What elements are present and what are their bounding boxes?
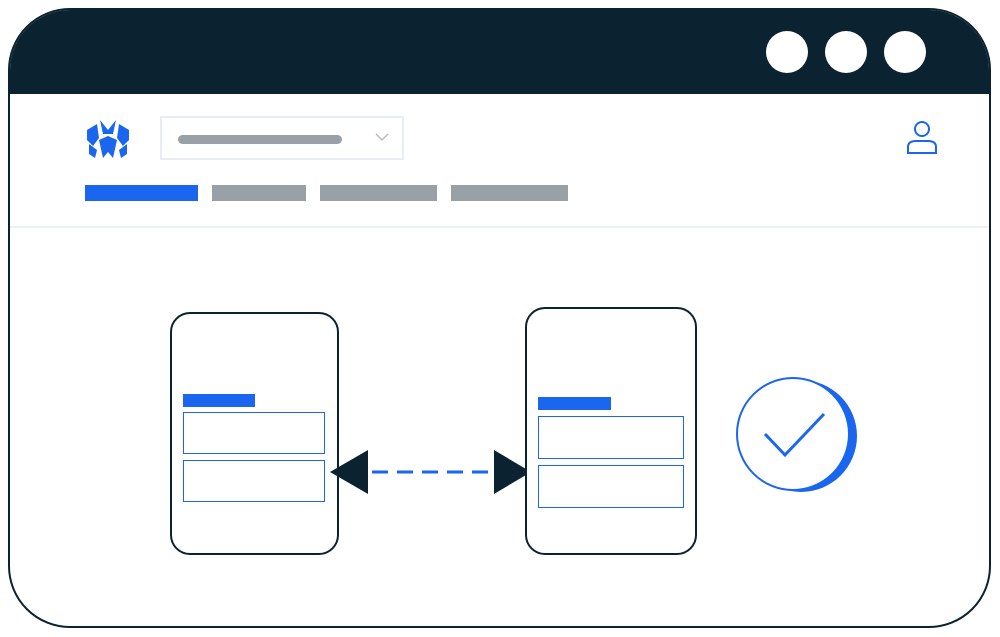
window-button[interactable] [884, 31, 926, 73]
user-icon[interactable] [905, 120, 939, 156]
tab[interactable] [320, 185, 437, 201]
form-field[interactable] [538, 465, 684, 508]
project-select[interactable] [160, 116, 404, 160]
header-divider [10, 226, 989, 228]
title-bar [10, 10, 989, 94]
brand-logo-icon[interactable] [85, 116, 131, 162]
window-button[interactable] [825, 31, 867, 73]
form-label [183, 394, 255, 407]
tab-active[interactable] [85, 185, 198, 201]
form-field[interactable] [183, 412, 325, 454]
tab[interactable] [212, 185, 306, 201]
form-label [538, 397, 611, 410]
bidirectional-arrow-icon [330, 450, 531, 494]
target-form-card [525, 307, 697, 555]
browser-window [8, 8, 991, 628]
select-value-placeholder [178, 135, 342, 144]
window-button[interactable] [766, 31, 808, 73]
check-circle-icon [736, 377, 857, 492]
form-field[interactable] [183, 460, 325, 502]
tab[interactable] [451, 185, 568, 201]
source-form-card [170, 312, 339, 555]
form-field[interactable] [538, 416, 684, 459]
chevron-down-icon [375, 133, 389, 142]
